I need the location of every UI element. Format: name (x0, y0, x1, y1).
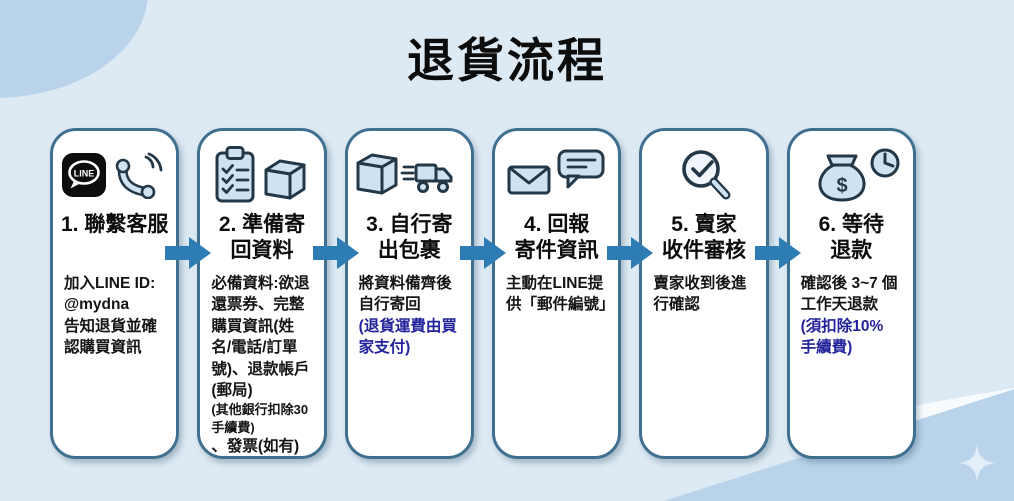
body-text-small: (其他銀行扣除30手續費) (211, 402, 309, 435)
body-text: 必備資料:欲退還票券、完整購買資訊(姓名/電話/訂單號)、退款帳戶(郵局) (211, 275, 310, 399)
step-title-line: 出包裹 (377, 238, 441, 262)
step-title-line: 退款 (830, 238, 873, 262)
step-5-title: 5. 賣家 收件審核 (648, 212, 759, 264)
page-title: 退貨流程 (407, 34, 607, 87)
step-2-title: 2. 準備寄 回資料 (206, 212, 317, 264)
flow-gap (607, 128, 654, 459)
step-4-title: 4. 回報 寄件資訊 (501, 212, 612, 264)
step-card-6-wait-refund: $ 6. 等待 退款 確認後 3~7 個工作天退款 (須扣除10% 手續費) (786, 128, 916, 459)
flow-steps-row: LINE 1. 聯繫客服 加入LINE ID: @mydna 告知退貨並確認 (50, 128, 916, 459)
step-2-icons (206, 144, 317, 206)
body-text-accent: (須扣除10% 手續費) (800, 317, 884, 357)
step-card-2-prepare-materials: 2. 準備寄 回資料 必備資料:欲退還票券、完整購買資訊(姓名/電話/訂單號)、… (197, 128, 327, 459)
step-title-line: 1. 聯繫客服 (60, 213, 169, 236)
step-title-line: 6. 等待 (818, 213, 884, 236)
checklist-clipboard-icon (215, 146, 306, 203)
step-3-description: 將資料備齊後自行寄回 (退貨運費由買家支付) (354, 273, 465, 359)
envelope-icon (507, 149, 605, 195)
flow-arrow-icon (165, 237, 212, 269)
step-2-description: 必備資料:欲退還票券、完整購買資訊(姓名/電話/訂單號)、退款帳戶(郵局) (其… (206, 273, 317, 458)
delivery-truck-icon (400, 163, 453, 193)
clock-icon (870, 148, 900, 178)
dollar-sign: $ (837, 175, 848, 197)
phone-icon (115, 152, 163, 199)
step-3-icons (354, 144, 465, 206)
step-card-4-report-tracking: 4. 回報 寄件資訊 主動在LINE提供「郵件編號」 (491, 128, 622, 459)
flow-gap (459, 128, 506, 459)
step-5-icons (648, 144, 759, 206)
flow-gap (754, 128, 801, 459)
body-text: 將資料備齊後自行寄回 (358, 275, 452, 314)
flow-arrow-icon (459, 237, 506, 269)
step-4-description: 主動在LINE提供「郵件編號」 (501, 273, 615, 316)
flow-arrow-icon (312, 237, 359, 269)
body-text: 賣家收到後進行確認 (653, 275, 747, 314)
body-text: 確認後 3~7 個工作天退款 (800, 275, 898, 314)
step-card-5-seller-review: 5. 賣家 收件審核 賣家收到後進行確認 (639, 128, 769, 459)
step-title-line: 3. 自行寄 (366, 213, 453, 236)
step-card-3-ship-package: 3. 自行寄 出包裹 將資料備齊後自行寄回 (退貨運費由買家支付) (344, 128, 474, 459)
package-box-icon (356, 153, 453, 195)
step-title-line: 4. 回報 (523, 213, 590, 236)
flow-arrow-icon (754, 237, 801, 269)
speech-bubble-icon (557, 149, 605, 189)
step-3-title: 3. 自行寄 出包裹 (354, 212, 465, 264)
step-4-icons (501, 144, 612, 206)
step-1-title: 1. 聯繫客服 (59, 212, 170, 264)
body-text: 、發票(如有) (211, 438, 300, 456)
body-text-accent: (退貨運費由買家支付) (358, 317, 457, 357)
step-card-1-contact-support: LINE 1. 聯繫客服 加入LINE ID: @mydna 告知退貨並確認 (50, 128, 180, 459)
step-1-icons: LINE (59, 144, 170, 206)
step-6-icons: $ (796, 144, 907, 206)
money-bag-icon: $ (818, 148, 900, 202)
body-text: 告知退貨並確認購買資訊 (64, 317, 158, 357)
step-title-line: 2. 準備寄 (218, 213, 306, 236)
package-box-icon (264, 159, 306, 200)
line-app-icon: LINE (62, 153, 107, 197)
flow-arrow-icon (607, 237, 654, 269)
flow-gap (312, 128, 359, 459)
step-5-description: 賣家收到後進行確認 (648, 273, 759, 316)
magnifier-check-icon (682, 150, 731, 200)
body-text: @mydna (64, 296, 130, 314)
step-title-line: 寄件資訊 (514, 238, 599, 262)
step-title-line: 收件審核 (661, 238, 746, 262)
body-text: 加入LINE ID: (64, 275, 156, 292)
body-text: 主動在LINE提供「郵件編號」 (505, 275, 615, 314)
step-1-description: 加入LINE ID: @mydna 告知退貨並確認購買資訊 (59, 273, 170, 359)
sparkle-icon (959, 445, 995, 481)
step-title-line: 5. 賣家 (671, 213, 737, 236)
line-icon-label: LINE (74, 169, 95, 179)
step-title-line: 回資料 (230, 238, 294, 262)
step-6-title: 6. 等待 退款 (796, 212, 907, 264)
flow-gap (165, 128, 212, 459)
step-6-description: 確認後 3~7 個工作天退款 (須扣除10% 手續費) (796, 273, 907, 359)
